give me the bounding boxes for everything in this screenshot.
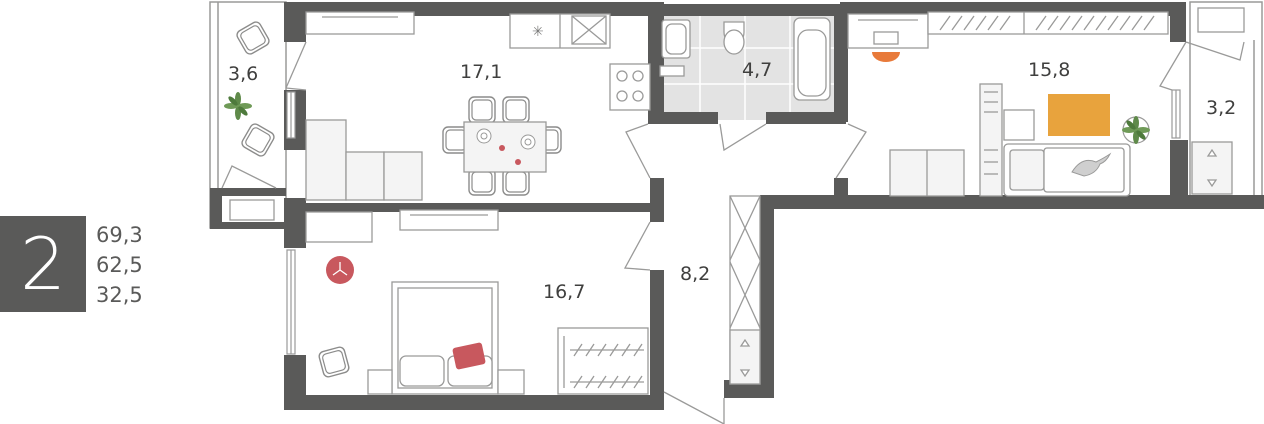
area-summary: 69,3 62,5 32,5 (96, 220, 143, 310)
bedroom-right-plant (1122, 116, 1150, 144)
pouf-red (326, 256, 354, 284)
rug-orange (1048, 94, 1110, 136)
pet-on-bed (1071, 152, 1112, 177)
bathroom-fixtures (661, 17, 831, 101)
windows (286, 89, 1181, 355)
balcony-left-furniture (224, 19, 277, 221)
armchair-bedroom (317, 345, 351, 379)
label-hallway: 8,2 (680, 263, 710, 285)
label-balcony-right: 3,2 (1206, 97, 1236, 119)
total-area: 69,3 (96, 223, 143, 247)
room-count-badge: 2 (0, 216, 86, 312)
label-bathroom: 4,7 (742, 59, 772, 81)
sofa-kitchen (305, 119, 423, 201)
label-kitchen-living: 17,1 (460, 61, 502, 83)
living-area-rooms: 32,5 (96, 283, 143, 307)
balcony-right-furniture (1191, 7, 1245, 195)
pillow-red (452, 342, 486, 370)
chair-orange (872, 52, 900, 62)
label-balcony-left: 3,6 (228, 63, 258, 85)
doors (221, 41, 1245, 424)
hallway-wardrobe (729, 195, 761, 385)
dining-table (442, 96, 562, 196)
room-count: 2 (20, 222, 66, 306)
bedroom-left-furniture (305, 209, 649, 395)
living-area-total: 62,5 (96, 253, 143, 277)
kitchen-furniture: ✳ (305, 11, 685, 111)
label-bedroom-left: 16,7 (543, 281, 585, 303)
svg-text:✳: ✳ (532, 24, 544, 40)
label-bedroom-right: 15,8 (1028, 59, 1070, 81)
bedroom-right-furniture (847, 11, 1169, 197)
